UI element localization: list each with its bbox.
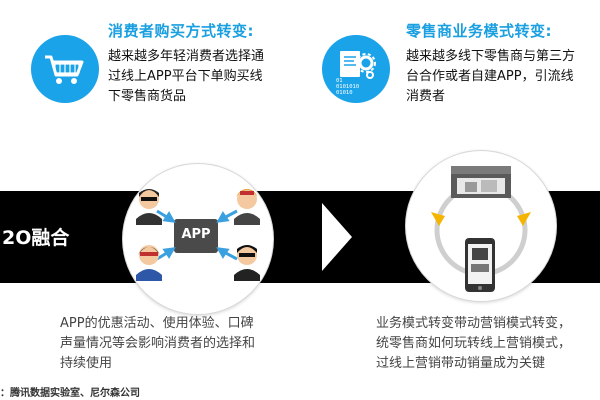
consumers-app-illustration: [136, 189, 260, 281]
right-bottom-line: 统零售商如何玩转线上营销模式，: [376, 336, 572, 351]
cart-icon-circle: [31, 35, 99, 103]
person-icon: [234, 245, 260, 281]
yellow-arrow: [431, 212, 445, 226]
store-icon: [451, 166, 511, 198]
right-bottom-text: 业务模式转变带动营销模式转变， 统零售商如何玩转线上营销模式， 过线上营销带动销…: [376, 314, 571, 374]
data-gear-icon: 01 0101010 01010: [336, 51, 376, 96]
svg-text:01: 01: [336, 78, 343, 84]
right-desc-line: 台合作或者自建APP，引流线: [406, 69, 574, 84]
left-bottom-text: APP的优惠活动、使用体验、口碑 声量情况等会影响消费者的选择和 持续使用: [60, 314, 255, 374]
app-label: APP: [181, 227, 211, 242]
yellow-arrow: [517, 212, 531, 226]
right-bottom-line: 业务模式转变带动营销模式转变，: [376, 316, 572, 331]
online-offline-illustration: [431, 166, 531, 292]
left-desc-line: 下零售商货品: [108, 89, 187, 104]
svg-text:01010: 01010: [336, 90, 353, 96]
left-bottom-line: 声量情况等会影响消费者的选择和: [60, 336, 256, 351]
band-label: 2O融合: [2, 227, 70, 249]
right-bottom-line: 过线上营销带动销量成为关键: [376, 356, 546, 371]
svg-text:0101010: 0101010: [336, 84, 359, 90]
person-icon: [136, 189, 162, 225]
left-desc-line: 过线上APP平台下单购买线: [108, 69, 263, 84]
person-icon: [136, 245, 162, 281]
data-icon-circle: 01 0101010 01010: [322, 35, 390, 103]
right-desc: 越来越多线下零售商与第三方 台合作或者自建APP，引流线 消费者: [406, 47, 575, 107]
left-title: 消费者购买方式转变:: [108, 22, 254, 40]
right-desc-line: 消费者: [406, 89, 446, 104]
shopping-cart-icon: [45, 55, 84, 84]
left-bottom-line: APP的优惠活动、使用体验、口碑: [60, 316, 254, 331]
source-note: ：腾讯数据实验室、尼尔森公司: [0, 388, 140, 399]
left-desc-line: 越来越多年轻消费者选择通: [108, 49, 265, 64]
left-bottom-line: 持续使用: [60, 356, 113, 371]
person-icon: [234, 189, 260, 225]
right-desc-line: 越来越多线下零售商与第三方: [406, 49, 576, 64]
chevron-right-icon: [322, 203, 352, 271]
phone-icon: [465, 238, 495, 292]
left-desc: 越来越多年轻消费者选择通 过线上APP平台下单购买线 下零售商货品: [108, 47, 264, 107]
right-title: 零售商业务模式转变:: [406, 22, 552, 40]
app-box: [174, 219, 218, 253]
